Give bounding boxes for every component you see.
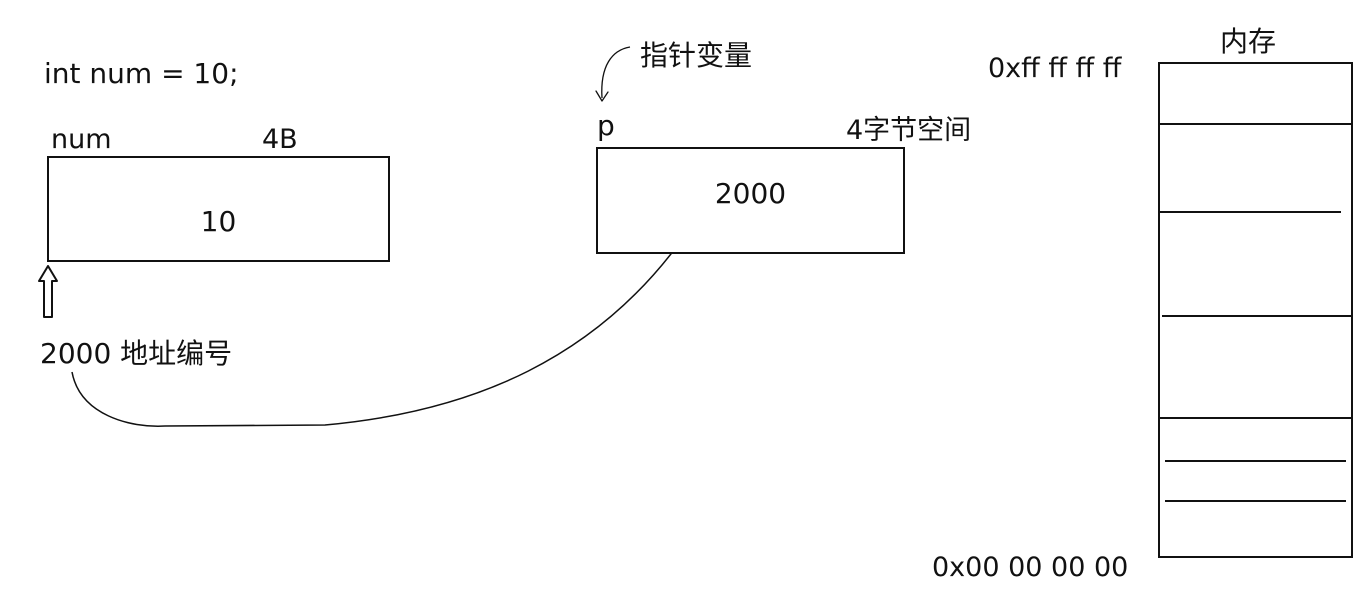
memory-cell-divider <box>1162 315 1353 317</box>
memory-cell-divider <box>1158 417 1353 419</box>
pointer-variable-name: p <box>597 109 615 142</box>
memory-bottom-address: 0x00 00 00 00 <box>932 552 1129 583</box>
pointer-variable-size: 4字节空间 <box>846 115 972 146</box>
address-up-arrow-icon <box>38 265 58 318</box>
num-variable-size: 4B <box>262 124 298 155</box>
address-to-pointer-curve <box>71 227 691 427</box>
pointer-variable-box: 2000 <box>596 147 905 254</box>
num-variable-name: num <box>51 124 112 155</box>
memory-top-address: 0xff ff ff ff <box>988 53 1122 84</box>
code-declaration: int num = 10; <box>44 57 239 90</box>
num-variable-value: 10 <box>200 205 237 238</box>
memory-title: 内存 <box>1220 25 1277 58</box>
memory-cell-divider <box>1158 211 1341 213</box>
pointer-variable-caption: 指针变量 <box>640 39 753 72</box>
memory-cell-divider <box>1165 460 1346 462</box>
caption-curl-arrowhead-icon <box>595 90 609 102</box>
memory-column <box>1158 62 1353 558</box>
caption-curl-arrow <box>601 46 631 99</box>
num-address-label: 2000 地址编号 <box>40 337 233 370</box>
pointer-variable-value: 2000 <box>714 177 787 210</box>
num-variable-box: 10 <box>47 156 390 262</box>
memory-cell-divider <box>1158 123 1353 125</box>
memory-cell-divider <box>1165 500 1346 502</box>
